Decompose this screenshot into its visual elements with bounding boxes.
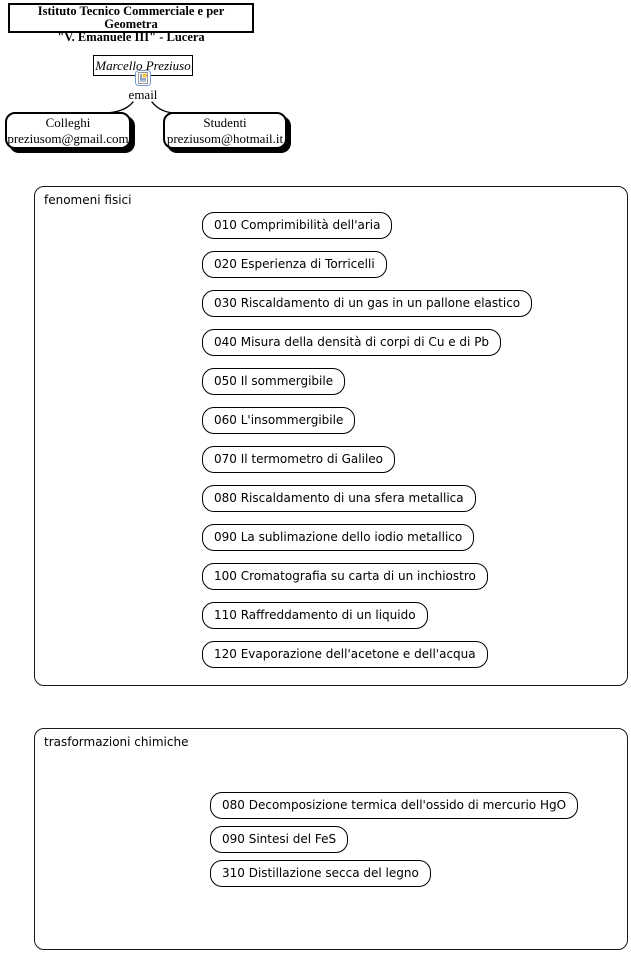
contact-email: preziusom@hotmail.it bbox=[166, 131, 284, 146]
contact-title: Studenti bbox=[203, 115, 247, 130]
email-icon[interactable] bbox=[135, 70, 151, 86]
contact-email: preziusom@gmail.com bbox=[7, 131, 129, 146]
section-trasformazioni-chimiche: trasformazioni chimiche 080 Decomposizio… bbox=[34, 728, 628, 950]
email-label: email bbox=[128, 87, 158, 102]
experiment-button[interactable]: 070 Il termometro di Galileo bbox=[202, 446, 395, 473]
experiment-button[interactable]: 040 Misura della densità di corpi di Cu … bbox=[202, 329, 502, 356]
section-fenomeni-fisici: fenomeni fisici 010 Comprimibilità dell'… bbox=[34, 186, 628, 686]
experiment-button[interactable]: 050 Il sommergibile bbox=[202, 368, 346, 395]
experiment-button[interactable]: 100 Cromatografia su carta di un inchios… bbox=[202, 563, 488, 590]
experiment-button[interactable]: 060 L'insommergibile bbox=[202, 407, 356, 434]
experiment-button[interactable]: 120 Evaporazione dell'acetone e dell'acq… bbox=[202, 641, 488, 668]
author-node: Marcello Preziuso bbox=[93, 55, 193, 76]
experiment-list-fisici: 010 Comprimibilità dell'aria 020 Esperie… bbox=[202, 212, 533, 668]
experiment-button[interactable]: 110 Raffreddamento di un liquido bbox=[202, 602, 428, 629]
experiment-list-chimiche: 080 Decomposizione termica dell'ossido d… bbox=[210, 792, 579, 887]
author-name: Marcello Preziuso bbox=[95, 58, 191, 73]
contact-title: Colleghi bbox=[45, 115, 91, 130]
experiment-button[interactable]: 310 Distillazione secca del legno bbox=[210, 860, 431, 887]
school-name-line2: "V. Emanuele III" - Lucera bbox=[57, 30, 205, 44]
experiment-button[interactable]: 090 La sublimazione dello iodio metallic… bbox=[202, 524, 475, 551]
experiment-button[interactable]: 080 Riscaldamento di una sfera metallica bbox=[202, 485, 476, 512]
section-label: fenomeni fisici bbox=[44, 193, 132, 207]
email-icon-graphic bbox=[135, 70, 151, 86]
school-name-line1: Istituto Tecnico Commerciale e per Geome… bbox=[37, 4, 225, 31]
experiment-button[interactable]: 020 Esperienza di Torricelli bbox=[202, 251, 387, 278]
section-label: trasformazioni chimiche bbox=[44, 735, 189, 749]
contact-node-colleghi[interactable]: Colleghi preziusom@gmail.com bbox=[5, 112, 131, 149]
school-header: Istituto Tecnico Commerciale e per Geome… bbox=[8, 3, 254, 44]
experiment-button[interactable]: 010 Comprimibilità dell'aria bbox=[202, 212, 393, 239]
experiment-button[interactable]: 090 Sintesi del FeS bbox=[210, 826, 349, 853]
contact-node-studenti[interactable]: Studenti preziusom@hotmail.it bbox=[163, 112, 287, 149]
experiment-button[interactable]: 080 Decomposizione termica dell'ossido d… bbox=[210, 792, 579, 819]
experiment-button[interactable]: 030 Riscaldamento di un gas in un pallon… bbox=[202, 290, 533, 317]
